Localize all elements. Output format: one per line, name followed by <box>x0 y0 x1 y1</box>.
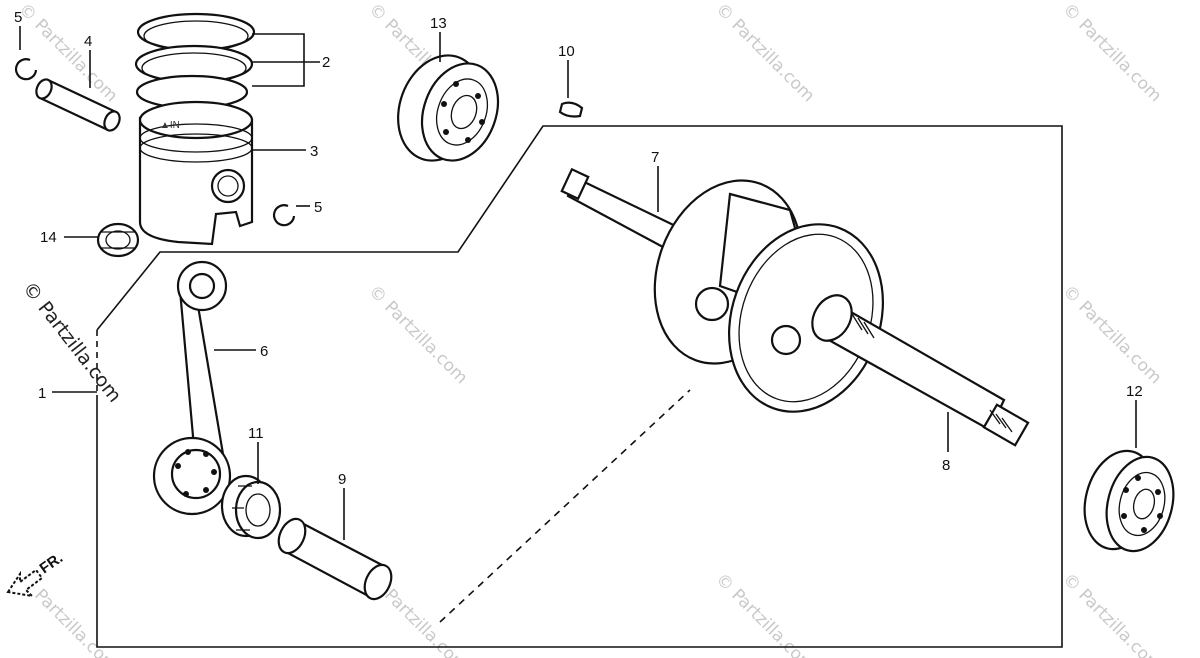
watermark: © Partzilla.com <box>1058 0 1165 106</box>
callout-11: 11 <box>248 425 264 442</box>
callout-13: 13 <box>430 15 447 32</box>
callout-5-top: 5 <box>14 9 22 26</box>
watermark: © Partzilla.com <box>711 0 818 106</box>
callout-2: 2 <box>322 54 330 71</box>
small-end-bearing <box>96 222 140 258</box>
piston-pin-clip <box>14 58 38 81</box>
callout-3: 3 <box>310 143 318 160</box>
callout-7: 7 <box>651 149 659 166</box>
direction-label: FR. <box>37 549 67 577</box>
watermark-prominent: © Partzilla.com <box>18 278 126 407</box>
callout-12: 12 <box>1126 383 1143 400</box>
assembly-boundary <box>96 125 1063 648</box>
callout-4: 4 <box>84 33 92 50</box>
callouts: 1 2 3 4 5 5 6 7 8 9 10 11 12 13 14 <box>14 9 1143 488</box>
piston: ▲IN <box>138 100 254 246</box>
piston-pin <box>35 78 121 132</box>
callout-10: 10 <box>558 43 575 60</box>
crank-bearing-upper <box>397 54 500 162</box>
watermark: © Partzilla.com <box>1058 281 1165 388</box>
crankshaft <box>560 167 1030 447</box>
callout-1: 1 <box>38 385 46 402</box>
svg-text:▲IN: ▲IN <box>160 120 180 131</box>
callout-5-right: 5 <box>314 199 322 216</box>
piston-rings <box>134 12 256 110</box>
callout-6: 6 <box>260 343 268 360</box>
watermark: © Partzilla.com <box>1058 569 1165 658</box>
woodruff-key <box>558 101 584 118</box>
watermark: © Partzilla.com <box>364 281 471 388</box>
callout-14: 14 <box>40 229 57 246</box>
callout-8: 8 <box>942 457 950 474</box>
big-end-bearing <box>220 474 282 540</box>
leader-7-8-dashed <box>439 389 691 623</box>
crank-pin <box>277 517 393 601</box>
watermark: © Partzilla.com <box>711 569 818 658</box>
connecting-rod <box>152 260 232 516</box>
callout-9: 9 <box>338 471 346 488</box>
piston-pin-clip <box>272 204 296 227</box>
crank-bearing-lower <box>1083 449 1175 553</box>
leader-lines <box>19 26 1137 540</box>
